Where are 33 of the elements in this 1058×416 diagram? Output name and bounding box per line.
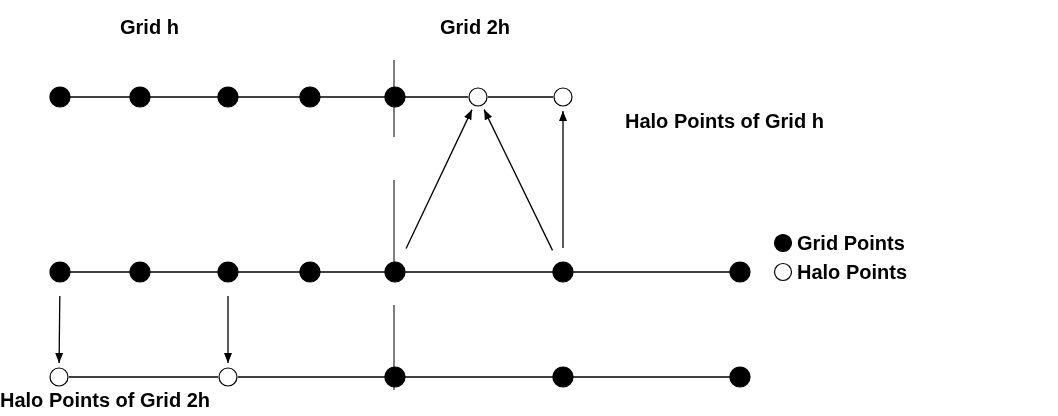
grid-point — [299, 86, 321, 108]
grid-point — [552, 366, 574, 388]
legend-label: Halo Points — [797, 262, 907, 282]
halo-point — [218, 367, 238, 387]
grid-point — [299, 261, 321, 283]
arrow — [483, 108, 554, 252]
grid-point — [384, 261, 406, 283]
grid-point — [217, 261, 239, 283]
halo-label: Halo Points of Grid h — [625, 111, 824, 131]
grid-point — [129, 261, 151, 283]
halo-point — [468, 87, 488, 107]
grid-point — [729, 261, 751, 283]
grid-point — [49, 86, 71, 108]
grid-point — [384, 86, 406, 108]
connecting-line — [68, 376, 219, 378]
halo-point — [49, 367, 69, 387]
connecting-line — [487, 96, 554, 98]
legend-label: Grid Points — [797, 233, 905, 253]
grid-point — [129, 86, 151, 108]
grid-point — [49, 261, 71, 283]
arrow — [224, 295, 232, 364]
halo-point — [553, 87, 573, 107]
grid-point — [217, 86, 239, 108]
halo-label: Halo Points of Grid 2h — [0, 390, 210, 410]
grid-point — [552, 261, 574, 283]
grid-point — [729, 366, 751, 388]
connecting-line — [237, 376, 386, 378]
arrow — [559, 110, 567, 249]
grid-heading: Grid h — [120, 17, 179, 37]
arrow — [55, 295, 64, 364]
grid-heading: Grid 2h — [440, 17, 510, 37]
arrow — [405, 108, 473, 250]
grid-point — [384, 366, 406, 388]
